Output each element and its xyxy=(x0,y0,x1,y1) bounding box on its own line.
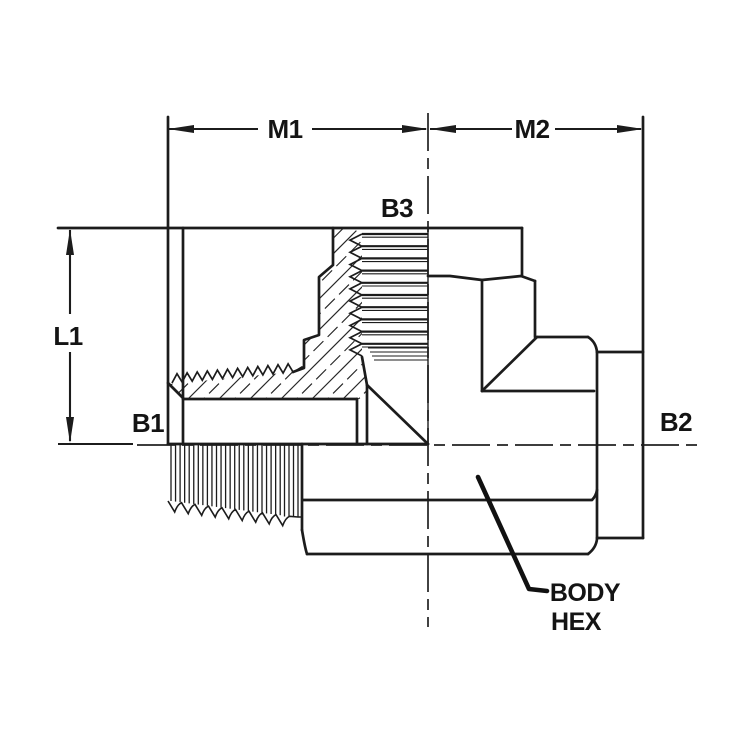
dimension-arrowheads xyxy=(66,125,643,443)
b3-thread-profile-teeth xyxy=(348,233,364,357)
drawing-path xyxy=(348,233,364,357)
dimension-lines xyxy=(58,127,641,446)
callout-body-hex-line2: HEX xyxy=(551,608,602,636)
arrow-m1-left xyxy=(168,125,194,133)
dimension-label-m1: M1 xyxy=(267,114,302,144)
port-label-b3: B3 xyxy=(381,193,413,223)
dimension-label-m2: M2 xyxy=(514,114,549,144)
drawing-line xyxy=(229,228,367,399)
centerlines xyxy=(137,113,697,627)
arrow-m2-left xyxy=(430,125,456,133)
drawing-line xyxy=(214,228,367,399)
arrow-m2-right xyxy=(617,125,643,133)
dimension-label-l1: L1 xyxy=(53,321,82,351)
arrow-l1-up xyxy=(66,229,74,255)
arrow-m1-right xyxy=(402,125,428,133)
drawing-path xyxy=(171,362,305,384)
port-label-b1: B1 xyxy=(132,408,164,438)
port-label-b2: B2 xyxy=(660,407,692,437)
b1-section-thread-teeth xyxy=(171,362,305,384)
body-hex-leader-line xyxy=(475,474,550,594)
b3-internal-thread-lines xyxy=(362,232,428,361)
b1-thread-crest-line xyxy=(167,500,302,528)
b1-external-thread-lines xyxy=(170,445,299,517)
callout-body-hex-line1: BODY xyxy=(550,579,621,607)
drawing-line xyxy=(170,228,367,399)
drawing-path xyxy=(167,500,302,528)
part-outline xyxy=(56,115,645,556)
arrow-l1-down xyxy=(66,417,74,443)
